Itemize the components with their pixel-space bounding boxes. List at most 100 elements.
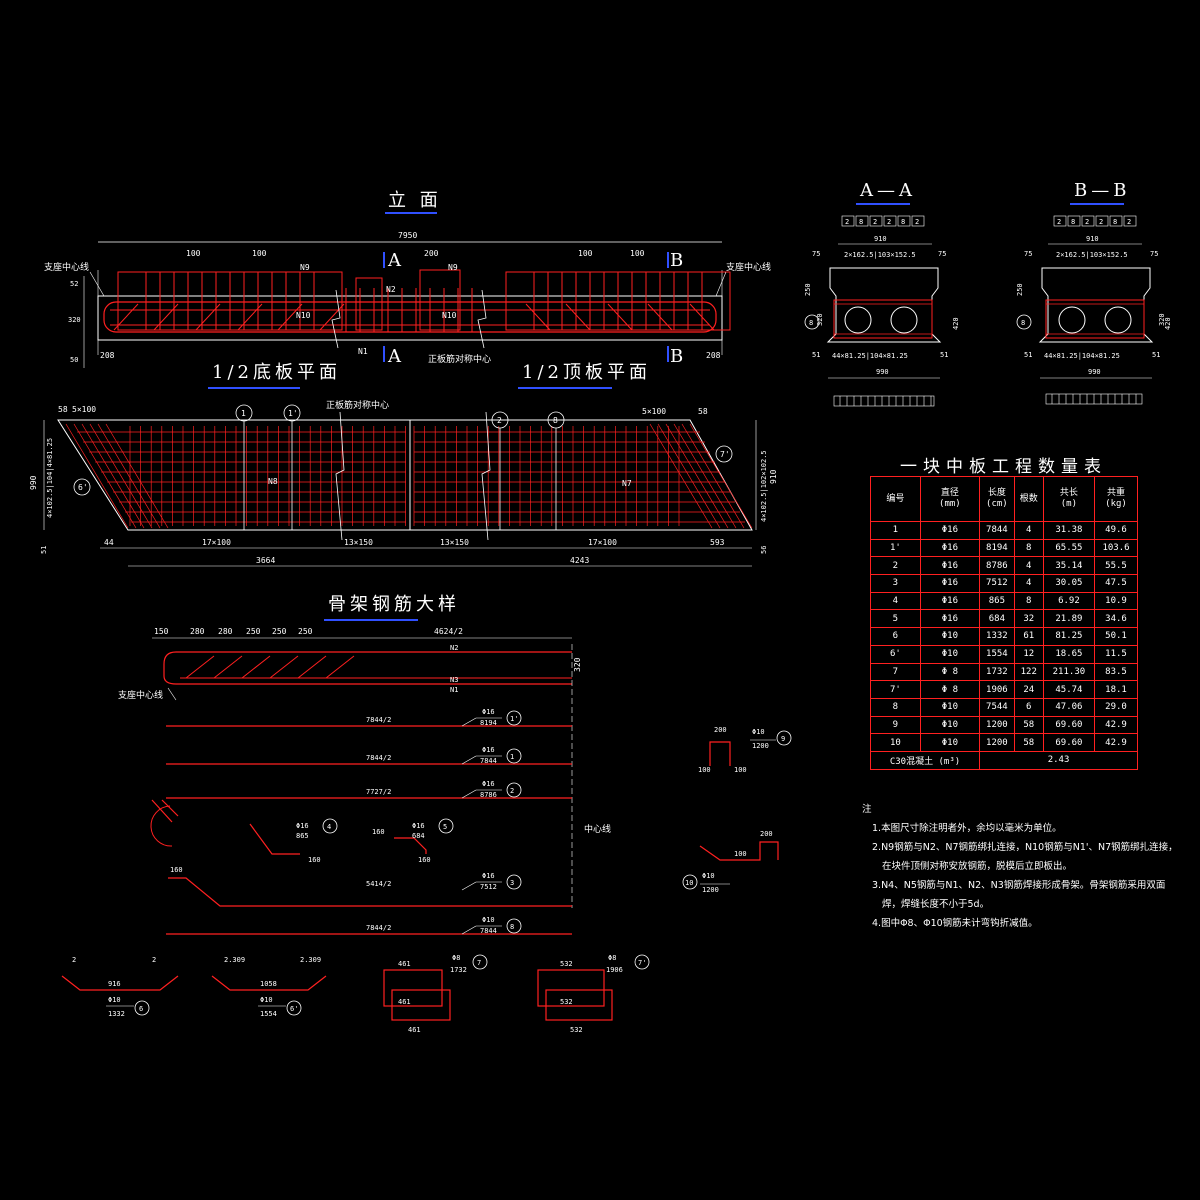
- table-cell: 18.1: [1094, 680, 1138, 699]
- bar-length-label: 7844/2: [366, 924, 391, 932]
- table-cell: 4: [1013, 556, 1044, 576]
- skel-dim-280b: 280: [218, 627, 233, 636]
- concrete-value: 2.43: [979, 750, 1138, 770]
- section-box-label: 2: [1085, 218, 1089, 226]
- skel-label-n3: N3: [450, 676, 458, 684]
- svg-text:7: 7: [477, 959, 481, 967]
- elevation-view: 立 面 7950 支座中心线 支座中心线 正板筋对称中心 208 208 100…: [44, 190, 771, 368]
- bar6p-len: 1554: [260, 1010, 277, 1018]
- bar-number-label: 1: [510, 753, 514, 761]
- bar-total-label: 8194: [480, 719, 497, 727]
- table-cell: 6.92: [1042, 591, 1096, 611]
- half-top-plan-title: 1/2顶板平面: [522, 362, 651, 383]
- elev-label-n9-right: N9: [448, 263, 458, 272]
- section-b-dim-51-right: 51: [1152, 351, 1160, 359]
- skel-label-n1: N1: [450, 686, 458, 694]
- table-cell: 47.5: [1094, 574, 1138, 593]
- bar7p-width-bot: 532: [570, 1026, 583, 1034]
- section-mark-a-top: A: [387, 250, 405, 271]
- section-box-label: 2: [915, 218, 919, 226]
- table-cell: 8: [1013, 591, 1044, 611]
- skel-support-label: 支座中心线: [118, 689, 163, 701]
- plan-width-990: 990: [29, 475, 38, 490]
- bar7-width-bot: 461: [408, 1026, 421, 1034]
- skel-dim-160-c: 160: [308, 856, 321, 864]
- quantity-table-title: 一块中板工程数量表: [900, 457, 1107, 477]
- table-cell: 1: [870, 521, 921, 540]
- table-cell: 684: [979, 609, 1015, 629]
- table-cell: 4: [1013, 521, 1044, 540]
- section-box-label: 2: [845, 218, 849, 226]
- svg-text:1': 1': [288, 409, 298, 418]
- section-mark-a-bottom: A: [387, 346, 405, 367]
- table-cell: 31.38: [1042, 521, 1096, 540]
- table-cell: 65.55: [1042, 538, 1096, 558]
- table-cell: 34.6: [1094, 609, 1138, 629]
- table-cell: 69.60: [1042, 715, 1096, 735]
- table-cell: Φ16: [919, 609, 981, 629]
- bar-total-label: 8786: [480, 791, 497, 799]
- section-mark-b-top: B: [670, 250, 687, 271]
- table-cell: 2: [870, 556, 921, 576]
- section-mark-b-bottom: B: [670, 346, 687, 367]
- section-b-h420: 420: [1164, 317, 1172, 330]
- table-cell: 6: [870, 627, 921, 646]
- plan-side-dims-left: 4×102.5|104|4×81.25: [46, 438, 54, 518]
- skel-dim-250c: 250: [298, 627, 313, 636]
- table-cell: 7544: [979, 697, 1015, 717]
- section-a-h320: 320: [816, 313, 824, 326]
- bar-total-label: 7844: [480, 757, 497, 765]
- plan-dim-5x100-right: 5×100: [642, 407, 666, 416]
- table-cell: 29.0: [1094, 697, 1138, 717]
- table-cell: Φ16: [919, 521, 981, 540]
- section-box-label: 2: [1127, 218, 1131, 226]
- note-2b: 在块件顶侧对称安放钢筋，脱模后立即板出。: [882, 861, 1073, 872]
- table-cell: 69.60: [1042, 733, 1096, 752]
- section-b-h250: 250: [1016, 283, 1024, 296]
- bar-length-label: 7727/2: [366, 788, 391, 796]
- plan-dim-51: 51: [40, 546, 48, 554]
- table-cell: 45.74: [1042, 680, 1096, 699]
- skel-dim-160-b: 160: [372, 828, 385, 836]
- elev-label-n10: N10: [296, 311, 311, 320]
- table-cell: Φ16: [919, 591, 981, 611]
- svg-text:7': 7': [720, 450, 730, 459]
- bar7p-len: 1906: [606, 966, 623, 974]
- table-header-cell: 直径 (mm): [919, 476, 981, 522]
- table-cell: 8: [1013, 538, 1044, 558]
- elev-height-52: 52: [70, 280, 78, 288]
- table-cell: 211.30: [1042, 662, 1096, 682]
- elev-dim-100-d: 100: [630, 249, 645, 258]
- section-b-width-910: 910: [1086, 235, 1099, 243]
- bar6-b: 2: [152, 956, 156, 964]
- section-b-width-990: 990: [1088, 368, 1101, 376]
- table-cell: 7844: [979, 521, 1015, 540]
- plan-dim-44: 44: [104, 538, 114, 547]
- table-cell: 1': [870, 538, 921, 558]
- table-cell: Φ10: [919, 733, 981, 752]
- svg-text:6: 6: [139, 1005, 143, 1013]
- bar6p-mid: 1058: [260, 980, 277, 988]
- table-cell: 8: [870, 697, 921, 717]
- concrete-label: C30混凝土 (m³): [869, 750, 981, 770]
- bar-diameter-label: Φ10: [482, 916, 495, 924]
- notes: 注 1.本图尺寸除注明者外，余均以毫米为单位。 2.N9钢筋与N2、N7钢筋绑扎…: [862, 800, 1178, 933]
- section-a-h420: 420: [952, 317, 960, 330]
- skel-dim-280a: 280: [190, 627, 205, 636]
- plan-dim-17x100-right: 17×100: [588, 538, 617, 547]
- bar9-len: 1200: [752, 742, 769, 750]
- table-cell: 42.9: [1094, 733, 1138, 752]
- table-cell: 1906: [979, 680, 1015, 699]
- table-cell: 49.6: [1094, 521, 1138, 540]
- half-bottom-plan-title: 1/2底板平面: [212, 362, 341, 383]
- bar-number-label: 2: [510, 787, 514, 795]
- bar6p-dia: Φ10: [260, 996, 273, 1004]
- table-cell: 9: [870, 715, 921, 735]
- bar6-len: 1332: [108, 1010, 125, 1018]
- section-a-dim-51-left: 51: [812, 351, 820, 359]
- section-b-title: B—B: [1074, 180, 1130, 201]
